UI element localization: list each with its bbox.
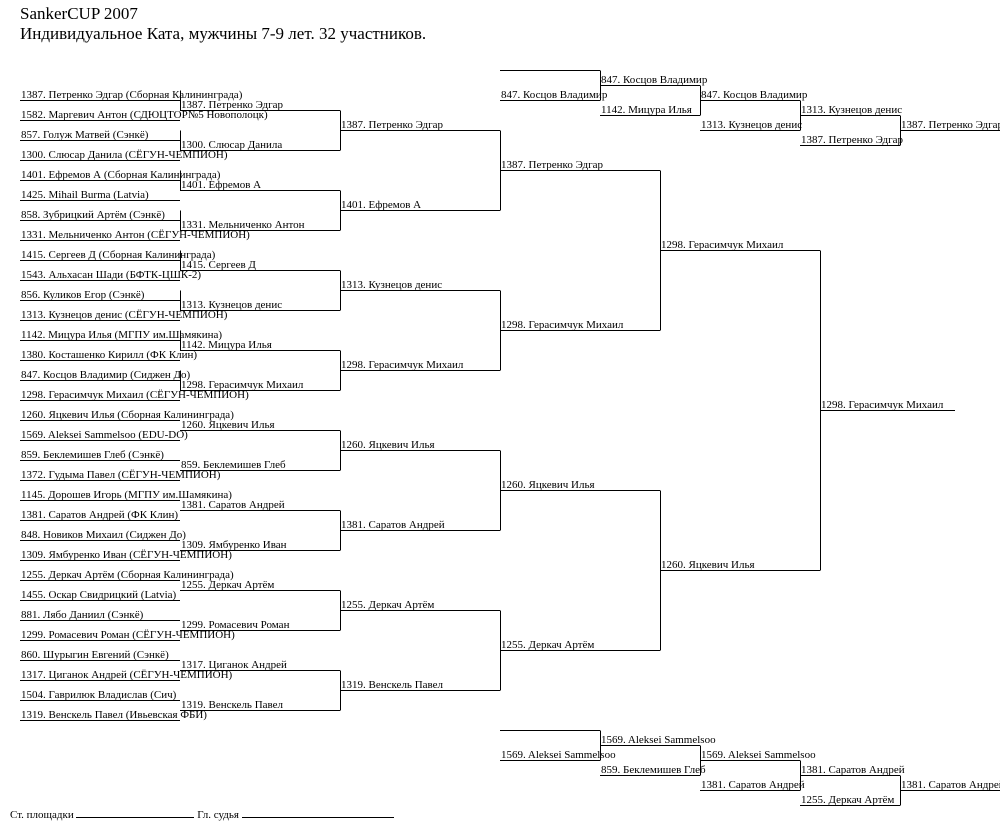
final-winner-label: 1298. Герасимчук Михаил — [821, 399, 944, 411]
r2-entry-label: 1260. Яцкевич Илья — [181, 419, 275, 431]
r3-entry-label: 1387. Петренко Эдгар — [341, 119, 444, 131]
r1-entry-label: 1415. Сергеев Д (Сборная Калининграда) — [21, 249, 216, 261]
repechage_bottom-r3-alt-label: 1255. Деркач Артём — [801, 794, 894, 806]
repechage_bottom-result-label: 1381. Саратов Андрей — [901, 779, 1000, 791]
chief-judge-line — [241, 808, 394, 818]
r1-entry-label: 1380. Косташенко Кирилл (ФК Клин) — [21, 349, 197, 361]
r3-entry-label: 1401. Ефремов А — [341, 199, 421, 211]
repechage_top-r2-alt-label: 1313. Кузнецов денис — [701, 119, 802, 131]
r1-entry-label: 1331. Мельниченко Антон (СЁГУН-ЧЕМПИОН) — [21, 229, 250, 241]
r1-entry-label: 859. Беклемишев Глеб (Сэнкё) — [21, 449, 164, 461]
r2-entry-label: 1309. Ямбуренко Иван — [181, 539, 287, 551]
r1-entry-label: 1401. Ефремов А (Сборная Калининграда) — [21, 169, 221, 181]
site-judge-line — [76, 808, 195, 818]
r1-entry-label: 1309. Ямбуренко Иван (СЁГУН-ЧЕМПИОН) — [21, 549, 232, 561]
page-title: SankerCUP 2007 — [20, 4, 138, 23]
r2-entry-label: 1142. Мицура Илья — [181, 339, 272, 351]
r3-entry-label: 1381. Саратов Андрей — [341, 519, 445, 531]
r1-entry-label: 1145. Дорошев Игорь (МГПУ им.Шамякина) — [21, 489, 232, 501]
r2-entry-label: 1381. Саратов Андрей — [181, 499, 285, 511]
r1-entry-label: 1381. Саратов Андрей (ФК Клин) — [21, 509, 178, 521]
r3-entry-label: 1255. Деркач Артём — [341, 599, 434, 611]
r3-entry-label: 1298. Герасимчук Михаил — [341, 359, 464, 371]
repechage_top-r1-winner-label: 847. Косцов Владимир — [601, 74, 708, 86]
repechage_top-r1-alt-label: 1142. Мицура Илья — [601, 104, 692, 116]
r1-entry-label: 1317. Циганок Андрей (СЁГУН-ЧЕМПИОН) — [21, 669, 233, 681]
r1-entry-label: 1298. Герасимчук Михаил (СЁГУН-ЧЕМПИОН) — [21, 389, 249, 401]
r2-entry-label: 1298. Герасимчук Михаил — [181, 379, 304, 391]
repechage_bottom-r3-winner-label: 1381. Саратов Андрей — [801, 764, 905, 776]
r2-entry-label: 1255. Деркач Артём — [181, 579, 274, 591]
chief-judge-label: Гл. судья — [197, 809, 239, 821]
r1-entry-label: 1299. Ромасевич Роман (СЁГУН-ЧЕМПИОН) — [21, 629, 235, 641]
r2-entry-label: 1317. Циганок Андрей — [181, 659, 287, 671]
r1-entry-label: 1569. Aleksei Sammelsoo (EDU-DO) — [21, 429, 188, 441]
repechage_bottom-r2-alt-label: 1381. Саратов Андрей — [701, 779, 805, 791]
r1-entry-label: 1300. Слюсар Данила (СЁГУН-ЧЕМПИОН) — [21, 149, 228, 161]
r1-entry-label: 1455. Оскар Свидрицкий (Latvia) — [21, 589, 177, 601]
r1-entry-label: 1387. Петренко Эдгар (Сборная Калинингра… — [21, 89, 243, 101]
r1-entry-label: 1260. Яцкевич Илья (Сборная Калининграда… — [21, 409, 234, 421]
r3-entry-label: 1319. Венскель Павел — [341, 679, 444, 691]
r3-entry-label: 1260. Яцкевич Илья — [341, 439, 435, 451]
repechage_bottom-r1-bottom-label: 1569. Aleksei Sammelsoo — [501, 749, 616, 761]
r1-entry-label: 857. Голуж Матвей (Сэнкё) — [21, 129, 149, 141]
signature-footer: Ст. площадки Гл. судья — [10, 808, 394, 821]
r1-entry-label: 1319. Венскель Павел (Ивьевская ФБИ) — [21, 709, 207, 721]
r4-entry-label: 1260. Яцкевич Илья — [501, 479, 595, 491]
repechage_bottom-r2-winner-label: 1569. Aleksei Sammelsoo — [701, 749, 816, 761]
r1-entry-label: 848. Новиков Михаил (Сиджен До) — [21, 529, 186, 541]
r1-entry-label: 1313. Кузнецов денис (СЁГУН-ЧЕМПИОН) — [21, 309, 228, 321]
site-judge-label: Ст. площадки — [10, 809, 74, 821]
r1-entry-label: 856. Куликов Егор (Сэнкё) — [21, 289, 145, 301]
r1-entry-label: 1504. Гаврилюк Владислав (Сич) — [21, 689, 177, 701]
page-subtitle: Индивидуальное Ката, мужчины 7-9 лет. 32… — [20, 24, 427, 43]
r2-entry-label: 1299. Ромасевич Роман — [181, 619, 290, 631]
r2-entry-label: 1401. Ефремов А — [181, 179, 261, 191]
r2-entry-label: 1415. Сергеев Д — [181, 259, 256, 271]
r1-entry-label: 1142. Мицура Илья (МГПУ им.Шамякина) — [21, 329, 222, 341]
repechage_top-r2-winner-label: 847. Косцов Владимир — [701, 89, 808, 101]
r2-entry-label: 1313. Кузнецов денис — [181, 299, 282, 311]
repechage_top-result-label: 1387. Петренко Эдгар — [901, 119, 1000, 131]
r4-entry-label: 1298. Герасимчук Михаил — [501, 319, 624, 331]
r1-entry-label: 1582. Маргевич Антон (СДЮЦТОР№5 Новополо… — [21, 109, 268, 121]
r1-entry-label: 858. Зубрицкий Артём (Сэнкё) — [21, 209, 165, 221]
repechage_top-r1-bottom-label: 847. Косцов Владимир — [501, 89, 608, 101]
r1-entry-label: 1425. Mihail Burma (Latvia) — [21, 189, 149, 201]
r1-entry-label: 1372. Гудыма Павел (СЁГУН-ЧЕМПИОН) — [21, 469, 221, 481]
r1-entry-label: 1543. Альхасан Шади (БФТК-ЦШК-2) — [21, 269, 201, 281]
r5-entry-label: 1298. Герасимчук Михаил — [661, 239, 784, 251]
r3-entry-label: 1313. Кузнецов денис — [341, 279, 442, 291]
r1-entry-label: 1255. Деркач Артём (Сборная Калининграда… — [21, 569, 234, 581]
r2-entry-label: 1300. Слюсар Данила — [181, 139, 282, 151]
r1-entry-label: 881. Лябо Даниил (Сэнкё) — [21, 609, 144, 621]
r2-entry-label: 1319. Венскель Павел — [181, 699, 284, 711]
r4-entry-label: 1255. Деркач Артём — [501, 639, 594, 651]
r1-entry-label: 860. Шурыгин Евгений (Сэнкё) — [21, 649, 169, 661]
repechage_top-r3-winner-label: 1313. Кузнецов денис — [801, 104, 902, 116]
r4-entry-label: 1387. Петренко Эдгар — [501, 159, 604, 171]
repechage_bottom-r1-alt-label: 859. Беклемишев Глеб — [601, 764, 706, 776]
r5-entry-label: 1260. Яцкевич Илья — [661, 559, 755, 571]
repechage_top-r3-alt-label: 1387. Петренко Эдгар — [801, 134, 904, 146]
r1-entry-label: 847. Косцов Владимир (Сиджен До) — [21, 369, 191, 381]
r2-entry-label: 1387. Петренко Эдгар — [181, 99, 284, 111]
repechage_bottom-r1-winner-label: 1569. Aleksei Sammelsoo — [601, 734, 716, 746]
r2-entry-label: 1331. Мельниченко Антон — [181, 219, 305, 231]
r2-entry-label: 859. Беклемишев Глеб — [181, 459, 286, 471]
